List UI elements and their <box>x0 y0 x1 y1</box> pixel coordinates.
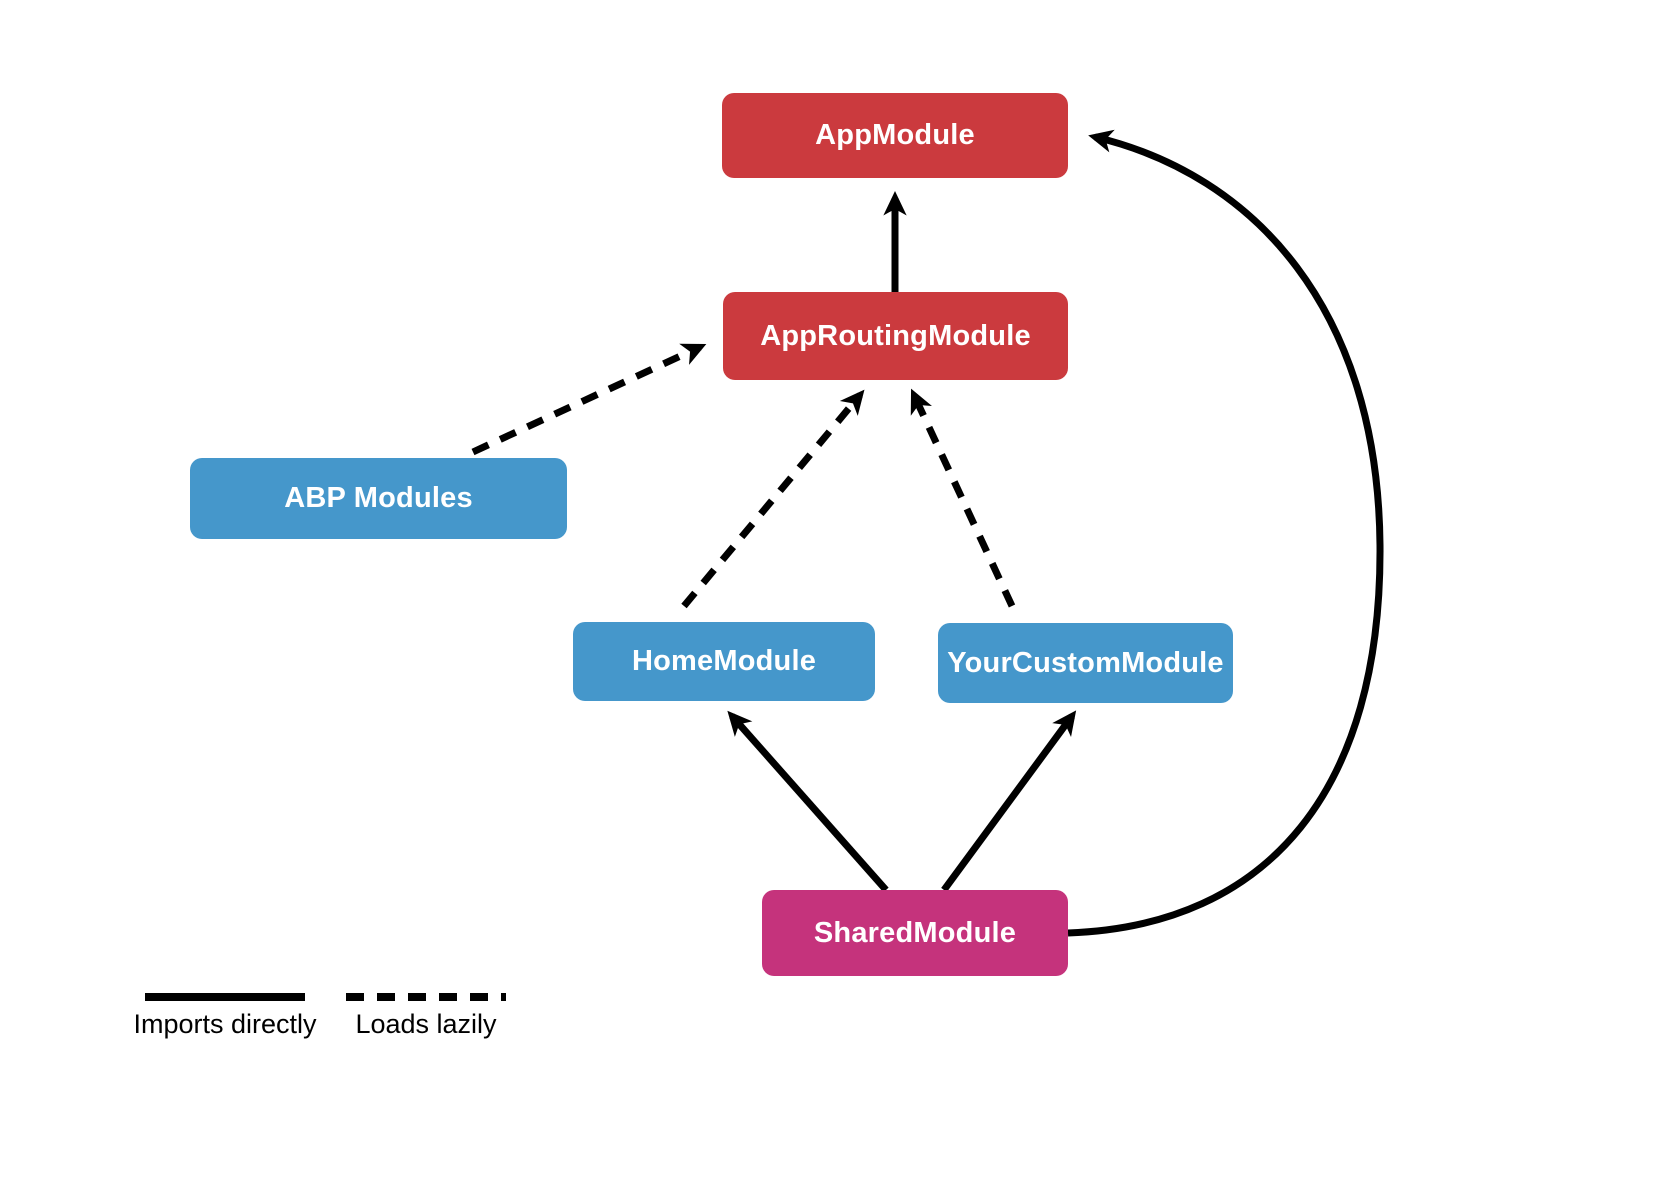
node-yourcustommodule-label: YourCustomModule <box>947 646 1224 679</box>
node-homemodule: HomeModule <box>573 622 875 701</box>
node-sharedmodule-label: SharedModule <box>813 916 1017 949</box>
edge-yourcustommodule-to-approutingmodule <box>910 388 1016 608</box>
node-abpmodules: ABP Modules <box>190 458 567 539</box>
legend-label-loads-lazily: Loads lazily <box>355 1009 497 1039</box>
edge-abpmodules-to-approutingmodule <box>471 343 707 456</box>
edge-sharedmodule-to-homemodule <box>727 710 889 893</box>
node-yourcustommodule: YourCustomModule <box>938 623 1233 703</box>
node-approutingmodule-label: AppRoutingModule <box>760 319 1031 352</box>
legend-dashed-line-sample <box>346 993 506 1001</box>
node-appmodule: AppModule <box>722 93 1068 178</box>
node-appmodule-label: AppModule <box>815 119 975 151</box>
node-homemodule-label: HomeModule <box>631 645 817 677</box>
edge-sharedmodule-to-appmodule-curved <box>1067 129 1384 937</box>
legend-label-imports-directly: Imports directly <box>133 1009 317 1039</box>
legend-item-loads-lazily: Loads lazily <box>326 993 526 1040</box>
node-approutingmodule: AppRoutingModule <box>723 292 1068 380</box>
edge-homemodule-to-approutingmodule <box>681 389 865 609</box>
node-sharedmodule: SharedModule <box>762 890 1068 976</box>
node-abpmodules-label: ABP Modules <box>284 482 473 514</box>
legend-item-imports-directly: Imports directly <box>125 993 325 1040</box>
edge-sharedmodule-to-yourcustommodule <box>941 710 1077 893</box>
legend-solid-line-sample <box>145 993 305 1001</box>
